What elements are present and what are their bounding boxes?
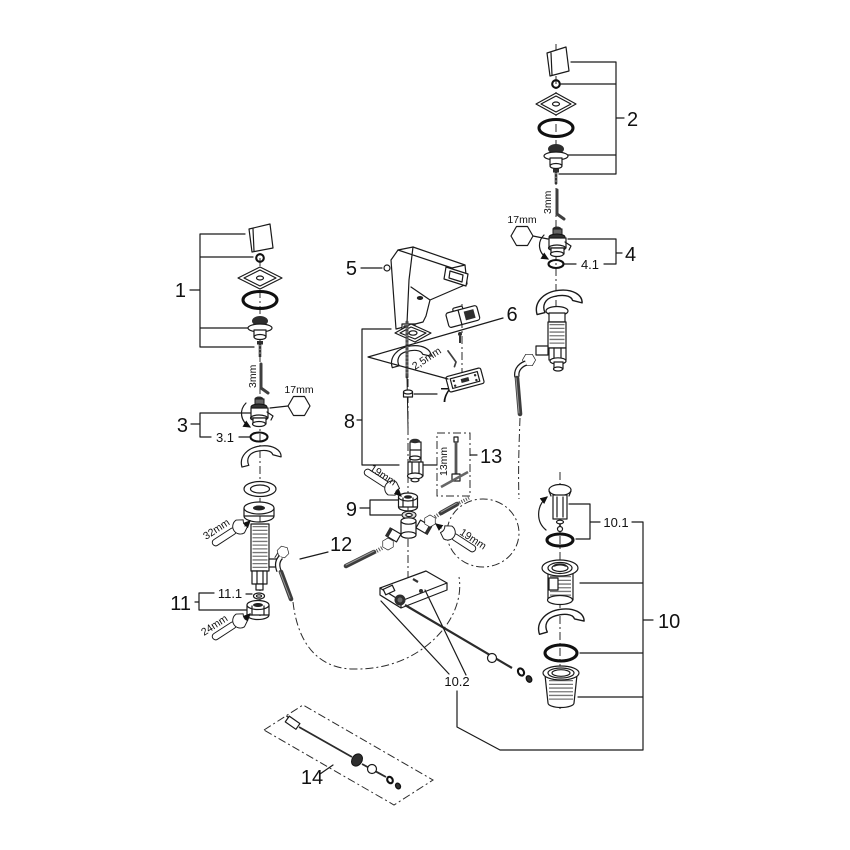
part-label-5: 5: [346, 258, 357, 280]
part-label-12: 12: [330, 534, 352, 556]
o-ring-4-1: [547, 258, 565, 270]
allen-key-3mm-left-icon: [259, 362, 270, 395]
o-ring-large-right: [537, 117, 575, 139]
rod-ball: [486, 652, 498, 664]
part-label-3: 3: [177, 415, 188, 437]
hose-routing-curves: [292, 498, 520, 670]
faucet-body-group: 5 7 8 2,5mm: [344, 246, 518, 483]
part-label-7: 7: [440, 385, 451, 407]
part-label-3-1: 3.1: [216, 430, 234, 445]
cartridge-left: [249, 396, 274, 428]
right-spout-shank: [514, 287, 584, 417]
part-label-10: 10: [658, 611, 680, 633]
part-label-10-2: 10.2: [444, 674, 469, 689]
hex-17mm-right-icon: [510, 225, 534, 247]
rotate-arrow-right: [538, 234, 550, 260]
threaded-shank-left: [250, 523, 279, 591]
drain-o-ring-large: [543, 643, 579, 663]
part-label-2: 2: [627, 109, 638, 131]
o-ring-small-left: [255, 253, 265, 263]
left-cartridge-assembly: 3 3.1 17mm: [177, 384, 314, 445]
o-ring-10-1: [545, 532, 575, 548]
right-handle-assembly: 2 3mm: [535, 46, 638, 221]
part-label-1: 1: [175, 280, 186, 302]
sensor-window: [416, 296, 424, 300]
rod-o-ring-2: [525, 675, 533, 683]
part-label-13: 13: [480, 446, 502, 468]
part-label-4: 4: [625, 244, 636, 266]
rotate-arrow-left: [240, 402, 252, 428]
side-plug-screw: [383, 264, 391, 272]
part-label-9: 9: [346, 499, 357, 521]
tool-label-17mm-right: 17mm: [507, 214, 536, 226]
drain-lower-body: [542, 665, 580, 709]
mounting-nut-left: [246, 599, 270, 621]
part-label-14: 14: [301, 767, 323, 789]
allen-key-2-5mm-icon: [443, 350, 459, 368]
part-label-11: 11: [170, 593, 191, 615]
lift-rod-kit: 14: [263, 704, 434, 806]
mounting-clamp-left: [239, 443, 283, 468]
hose-right: [421, 496, 470, 529]
tool-label-13mm: 13mm: [438, 447, 450, 476]
washer-11-1: [252, 592, 266, 600]
hose-left: [343, 536, 397, 569]
drain-assembly: 10 10.1: [456, 483, 680, 751]
handle-adapter-left: [247, 316, 273, 341]
handle-adapter-right: [543, 144, 569, 170]
cartridge-right: [547, 226, 572, 258]
popup-rod-group: 10.2: [379, 570, 533, 689]
part-label-4-1: 4.1: [581, 257, 599, 272]
electronic-module-top: [445, 305, 481, 328]
angle-hose-12: 12: [274, 534, 352, 602]
flange-nut-left: [243, 501, 275, 523]
handle-screw-left: [257, 341, 263, 357]
handle-screw-right: [553, 169, 559, 184]
drain-flange: [541, 559, 579, 606]
extension-nut: [406, 438, 424, 483]
o-ring-small-right: [551, 79, 561, 89]
drain-clamp-wedge: [535, 605, 586, 636]
tee-fitting: [384, 517, 433, 543]
part-label-6: 6: [506, 304, 517, 326]
popup-plug: [548, 483, 572, 533]
o-ring-large-left: [241, 289, 279, 311]
left-valve-shank: 32mm 11 11.1 24mm: [170, 443, 283, 646]
washer-left: [243, 480, 277, 498]
allen-key-3mm-right-icon: [555, 188, 566, 221]
handle-cap-right: [546, 46, 570, 77]
socket-tool-box-13: 13mm 13: [436, 432, 502, 497]
tool-label-3mm-right: 3mm: [542, 190, 554, 214]
plug-rotate-arrow: [538, 496, 548, 531]
sensor-panel: [443, 266, 469, 287]
hex-17mm-left-icon: [287, 395, 311, 417]
tool-label-17mm-left: 17mm: [284, 384, 313, 396]
part-label-10-1: 10.1: [603, 515, 628, 530]
part-label-11-1: 11.1: [218, 586, 242, 601]
base-plate: [379, 570, 448, 609]
handle-escutcheon-left: [237, 266, 283, 290]
o-ring-3-1: [249, 431, 269, 443]
module-screw: [458, 332, 462, 343]
spout-angle-hose: [514, 353, 536, 417]
locking-nut-7: [402, 389, 414, 398]
rod-o-ring-1: [516, 667, 526, 677]
left-handle-assembly: 1 3mm: [175, 223, 283, 395]
right-cartridge-assembly: 4 4.1 17mm: [507, 214, 636, 272]
handle-escutcheon-right: [535, 92, 577, 116]
electronic-module-base: [445, 367, 485, 393]
handle-cap-left: [248, 223, 274, 253]
tool-label-3mm-left: 3mm: [247, 364, 259, 388]
part-label-8: 8: [344, 411, 355, 433]
